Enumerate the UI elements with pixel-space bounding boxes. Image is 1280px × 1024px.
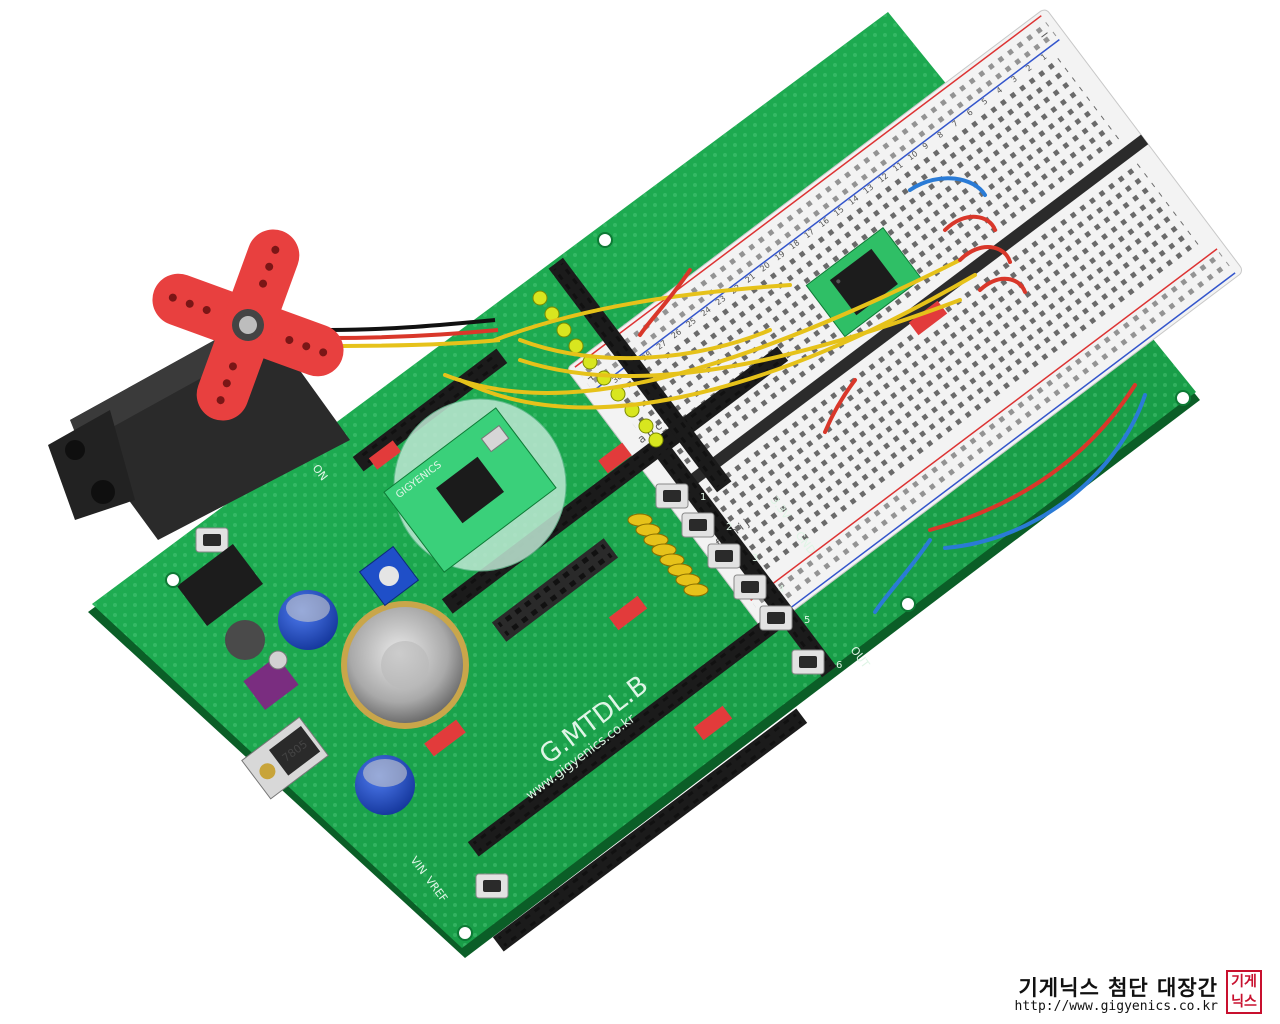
breadboard-column-number: 6 [965, 108, 974, 118]
jumper-blocks [368, 300, 948, 757]
watermark-title: 기게닉스 첨단 대장간 [1018, 975, 1218, 1000]
button-label: 5 [804, 615, 810, 626]
capacitors [225, 590, 415, 815]
servo-motor [48, 229, 501, 540]
watermark-text: 기게닉스 첨단 대장간 http://www.gigyenics.co.kr [1014, 975, 1219, 1014]
watermark-url: http://www.gigyenics.co.kr [1014, 998, 1219, 1014]
tactile-buttons [195, 483, 825, 899]
voltage-regulator: 7805 [241, 716, 329, 800]
breadboard-column-number: 5 [980, 96, 989, 106]
mounting-holes [165, 232, 1191, 941]
power-jack [177, 543, 263, 627]
speaker [341, 601, 469, 729]
breadboard-column-number: 3 [1009, 74, 1018, 84]
resistor-array [627, 513, 709, 597]
breadboard-column-number: 2 [1024, 63, 1033, 73]
watermark: 기게닉스 첨단 대장간 http://www.gigyenics.co.kr 기… [1014, 970, 1262, 1014]
button-label: 3 [752, 553, 758, 564]
mcu-module: GIGYENICS [383, 398, 567, 573]
servo-horn [152, 229, 344, 421]
toggle-switch [243, 650, 299, 711]
watermark-seal-line2: 닉스 [1231, 994, 1257, 1010]
button-label: 6 [836, 660, 842, 671]
breadboard-column-number: 7 [950, 119, 959, 129]
button-label: 4 [778, 584, 784, 595]
button-label: 1 [700, 492, 706, 503]
watermark-seal-line1: 기게 [1231, 974, 1257, 990]
button-label: 2 [726, 522, 732, 533]
led-row [532, 290, 664, 448]
breakout-module [805, 226, 923, 338]
breadboard-column-number: 4 [995, 85, 1004, 95]
breadboard-column-number: 1 [1039, 52, 1048, 62]
breadboard-column-number: 9 [921, 141, 930, 151]
breadboard-column-number: 8 [936, 130, 945, 140]
trimmer-potentiometer [358, 545, 420, 607]
jumper-wires [443, 176, 1147, 614]
watermark-seal: 기게 닉스 [1226, 970, 1262, 1014]
